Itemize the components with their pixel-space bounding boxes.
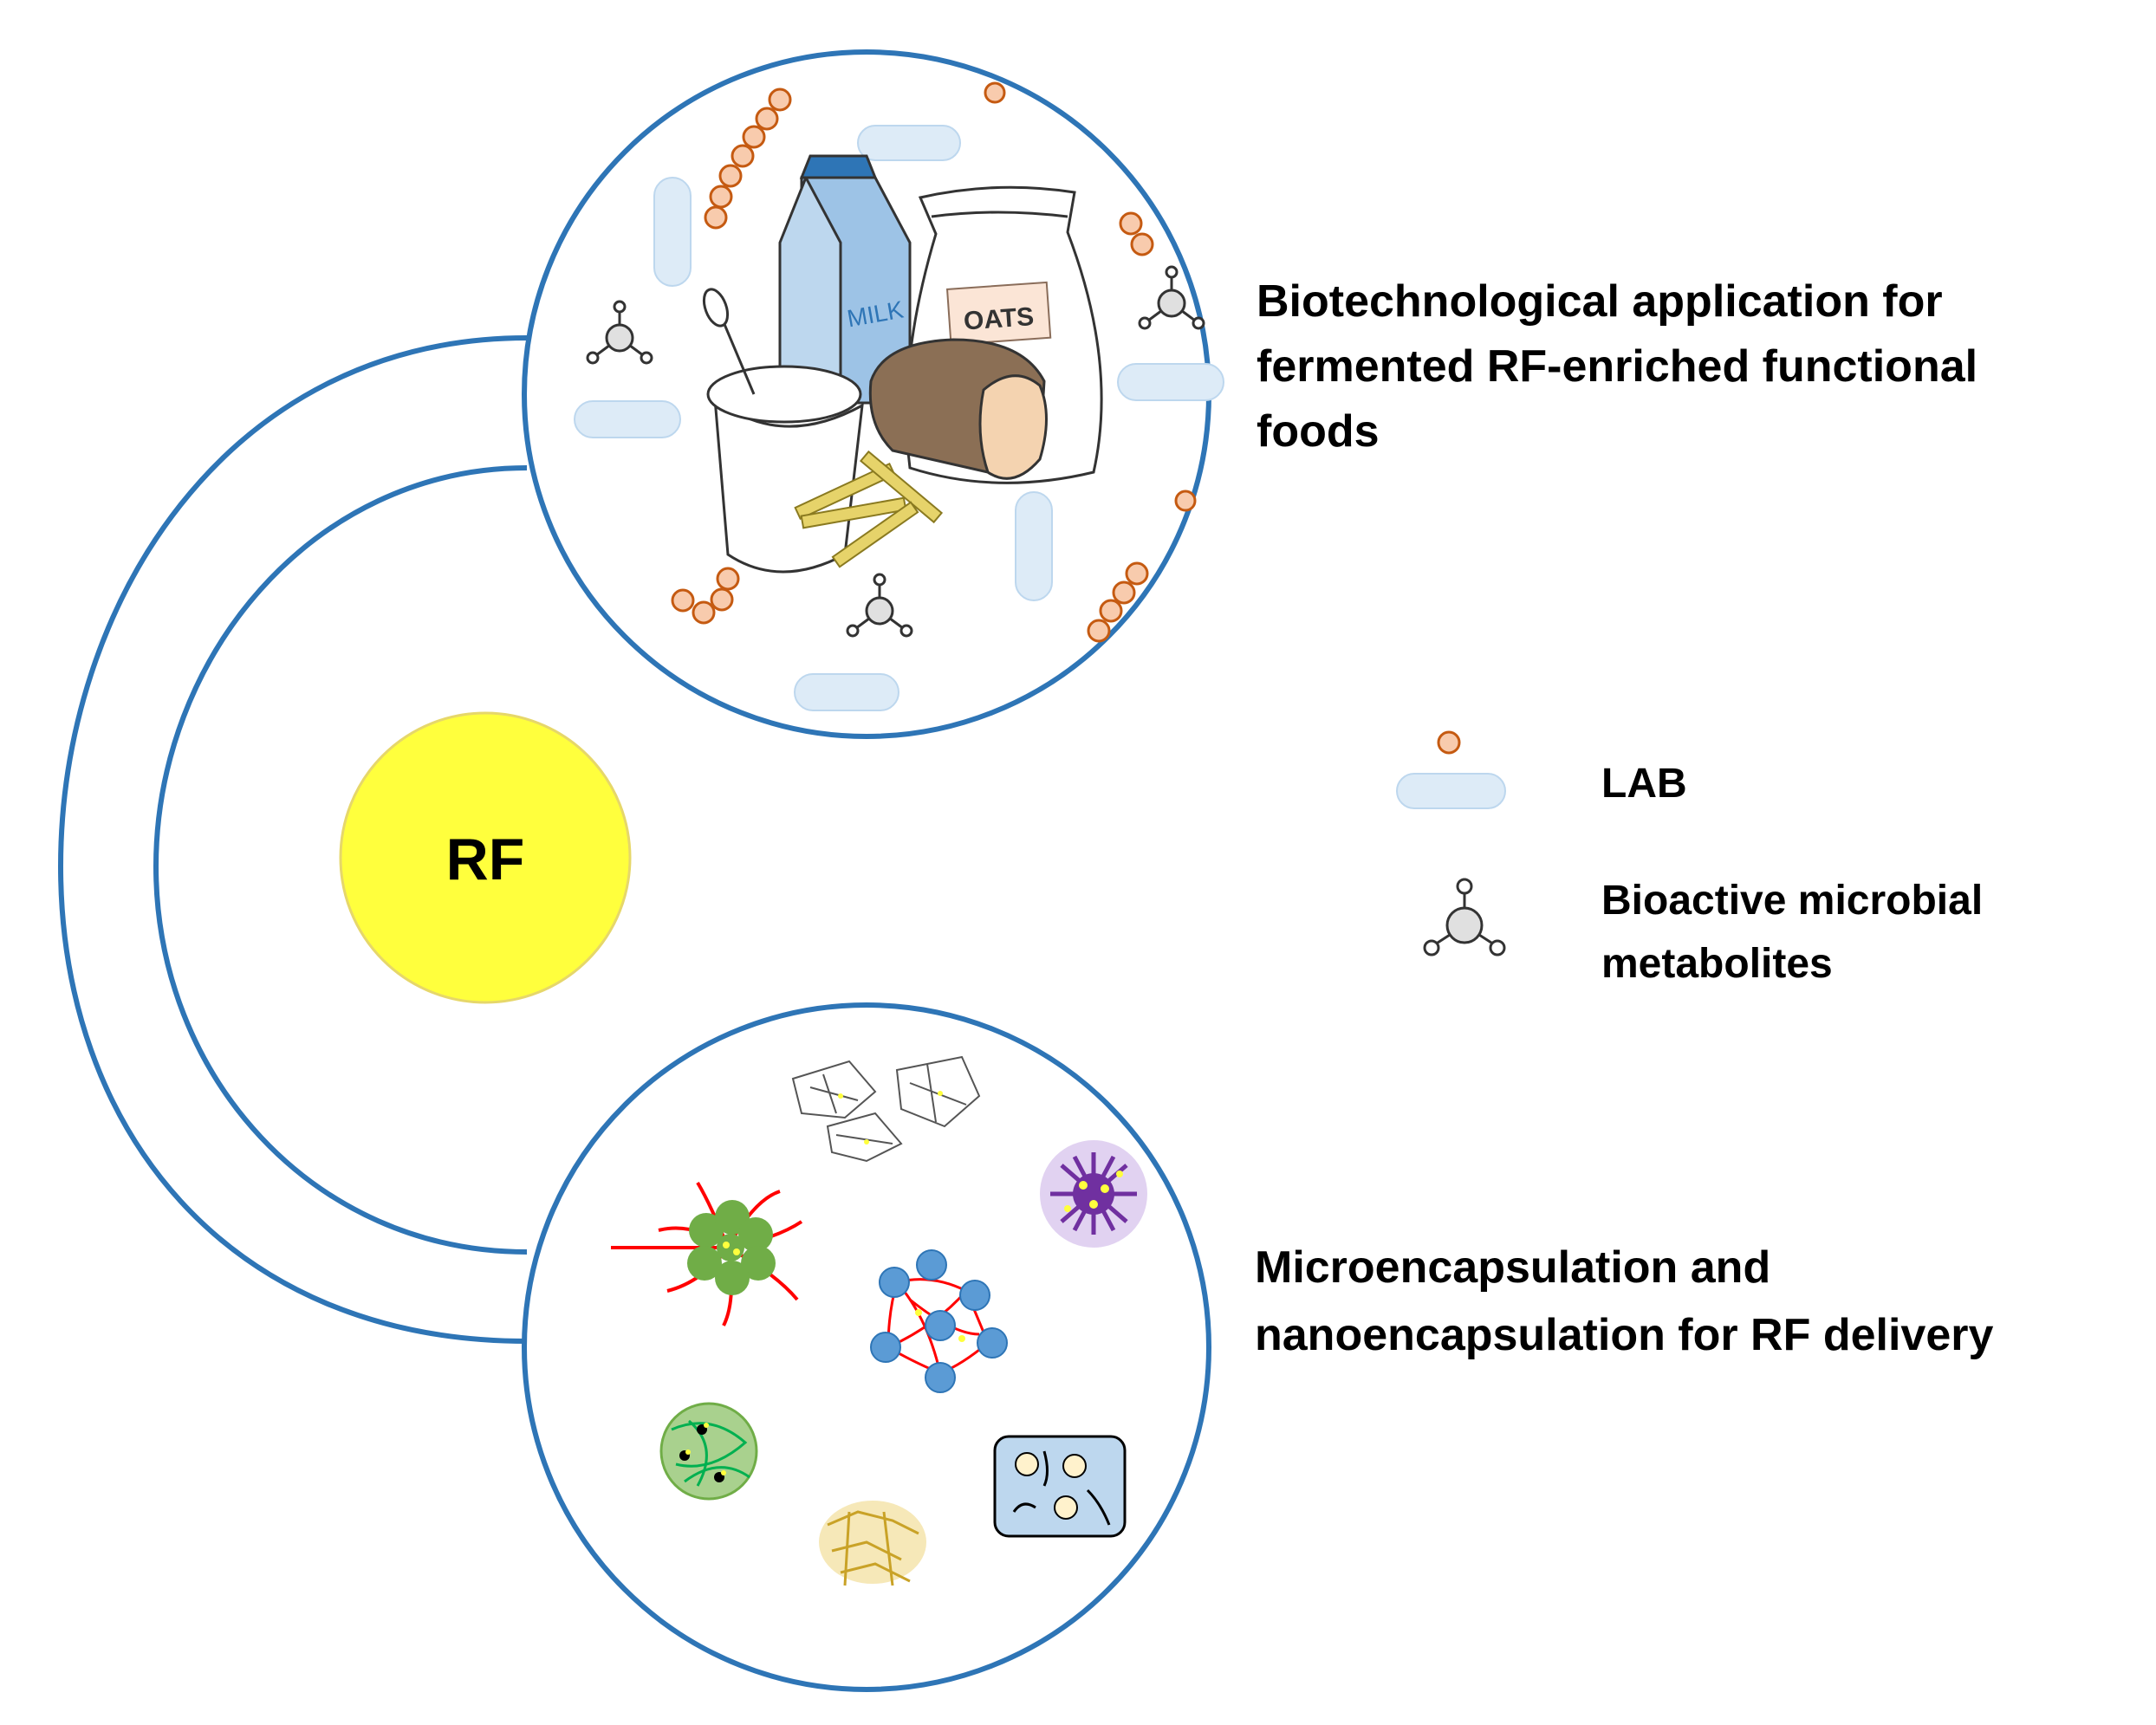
lab-coccus: [1174, 490, 1197, 512]
lab-rod: [574, 400, 681, 438]
purple-nanoparticle-icon: [1040, 1140, 1147, 1248]
lab-coccus: [1119, 211, 1143, 236]
golden-aggregate-icon: [819, 1501, 926, 1586]
lab-coccus: [1087, 619, 1111, 643]
legend: LAB Bioactive microbial metabolites: [1396, 730, 1995, 987]
crystal-aggregate-icon: [791, 1055, 981, 1163]
lab-coccus: [704, 205, 728, 230]
metabolite-molecule-icon: [1423, 878, 1506, 957]
outer-arc: [57, 335, 528, 1344]
legend-lab-label: LAB: [1601, 761, 1687, 807]
blue-liposome-icon: [870, 1249, 1008, 1393]
metabolites-group: [586, 265, 1205, 638]
lab-coccus: [731, 144, 755, 168]
lab-rods-group: [574, 125, 1224, 711]
legend-metabolites-line: Bioactive microbial: [1601, 878, 1983, 924]
lab-coccus: [709, 185, 733, 209]
lab-rod: [1117, 363, 1224, 401]
food-illustration: OATS MILK: [702, 154, 1103, 574]
lab-rod: [1015, 491, 1053, 601]
metabolite-molecule-icon: [846, 573, 913, 638]
rf-label: RF: [446, 827, 525, 892]
legend-metabolites-label: Bioactive microbial metabolites: [1601, 878, 1995, 987]
bottom-circle: [522, 1002, 1211, 1692]
milk-carton-icon: MILK: [778, 154, 912, 405]
rf-circle: [339, 711, 632, 1004]
metabolite-molecule-icon: [586, 300, 653, 365]
lab-coccus: [755, 107, 779, 131]
lab-coccus: [1125, 561, 1149, 586]
bottom-title-line: nanoencapsulation for RF delivery: [1255, 1310, 1993, 1360]
lab-rod: [653, 177, 692, 287]
lab-coccus: [716, 567, 740, 591]
top-section-title: Biotechnological application for ferment…: [1257, 276, 1990, 457]
oats-label-box: [945, 281, 1052, 346]
lab-rod: [857, 125, 961, 161]
bottom-title-line: Microencapsulation and: [1255, 1242, 1770, 1293]
lab-rod: [794, 673, 899, 711]
top-title-line: foods: [1257, 406, 1380, 457]
lab-coccus: [692, 600, 716, 625]
lab-coccus: [718, 164, 743, 188]
pasta-icon: [794, 450, 944, 568]
green-bead-icon: [659, 1402, 758, 1501]
lab-cocci-group: [671, 81, 1197, 643]
lab-coccus: [1112, 580, 1136, 605]
lab-coccus: [742, 125, 766, 149]
lab-bacteria-icon: [1396, 730, 1506, 809]
oats-label: OATS: [963, 302, 1035, 336]
top-title-line: Biotechnological application for: [1257, 276, 1943, 327]
lab-coccus: [1130, 232, 1154, 256]
lab-coccus: [768, 88, 792, 112]
inner-arc: [153, 465, 528, 1255]
lab-coccus: [1099, 599, 1123, 623]
lab-coccus: [984, 81, 1006, 104]
metabolite-molecule-icon: [1138, 265, 1205, 330]
green-micelle-icon: [611, 1181, 803, 1326]
blue-box-icon: [993, 1435, 1127, 1538]
bread-loaf-icon: [868, 338, 1048, 480]
lab-coccus: [710, 587, 734, 612]
bottom-section-title: Microencapsulation and nanoencapsulation…: [1255, 1242, 1993, 1360]
top-title-line: fermented RF-enriched functional: [1257, 341, 1977, 392]
lab-coccus: [671, 588, 695, 613]
legend-metabolites-line: metabolites: [1601, 941, 1833, 987]
